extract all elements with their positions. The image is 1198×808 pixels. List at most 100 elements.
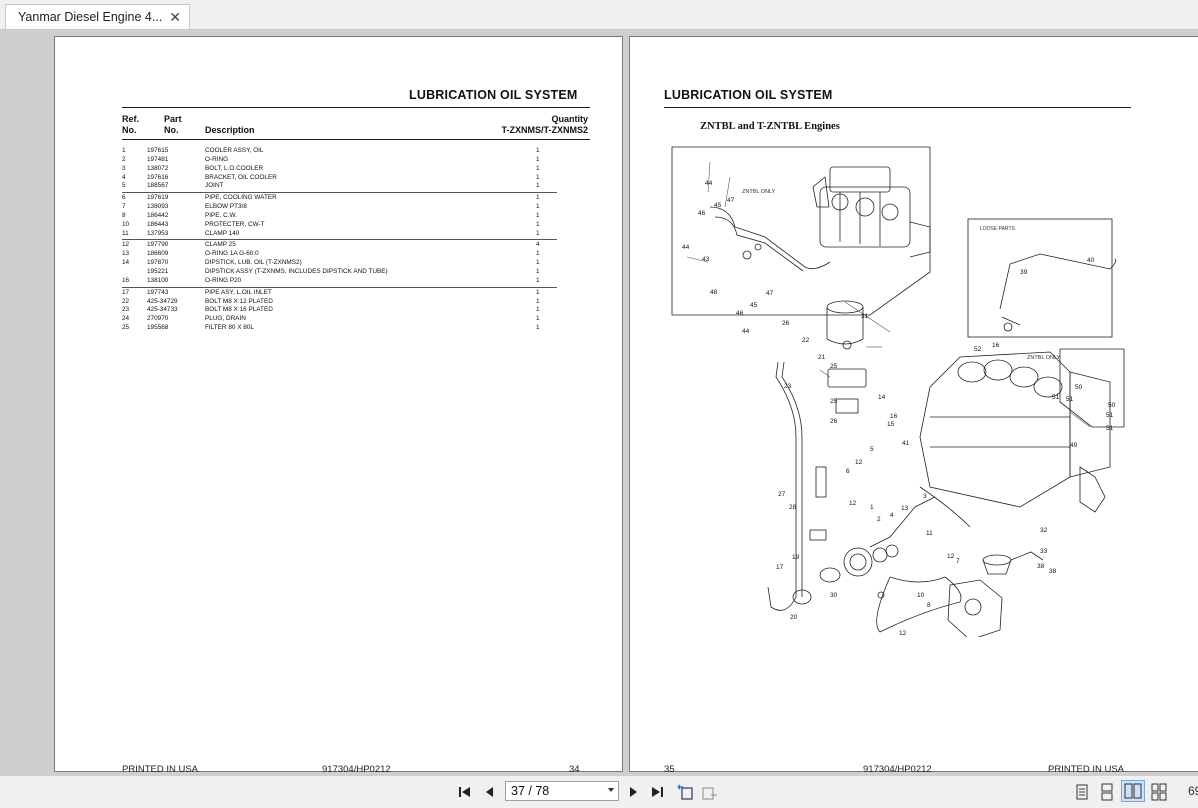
ref-number: 2 xyxy=(122,155,126,163)
part-number: 197616 xyxy=(147,173,169,181)
continuous-view-icon[interactable] xyxy=(1098,783,1116,801)
footer-doc-number: 917304/HP0212 xyxy=(322,764,391,775)
previous-page-icon[interactable] xyxy=(481,783,499,801)
callout-number: 32 xyxy=(1040,527,1048,534)
callout-number: 48 xyxy=(710,289,718,296)
page-number-select[interactable]: 37 / 78 xyxy=(505,781,619,801)
header-description: Description xyxy=(205,125,255,135)
single-page-view-icon[interactable] xyxy=(1073,783,1091,801)
quantity: 1 xyxy=(536,306,540,314)
ref-number: 25 xyxy=(122,324,130,332)
callout-number: 45 xyxy=(750,302,758,309)
quantity: 1 xyxy=(536,315,540,323)
part-number: 197743 xyxy=(147,288,169,296)
first-page-icon[interactable] xyxy=(456,783,474,801)
part-number: 186443 xyxy=(147,220,169,228)
callout-number: 14 xyxy=(878,394,886,401)
close-tab-icon[interactable]: ✕ xyxy=(169,9,181,25)
tab-title: Yanmar Diesel Engine 4... xyxy=(18,10,163,24)
callout-number: 45 xyxy=(714,202,722,209)
quantity: 1 xyxy=(536,147,540,154)
ref-number: 13 xyxy=(122,250,130,258)
ref-number: 8 xyxy=(122,211,126,219)
continuous-facing-view-icon[interactable] xyxy=(1150,783,1168,801)
right-page-title: LUBRICATION OIL SYSTEM xyxy=(664,88,833,102)
part-number: 137953 xyxy=(147,229,169,237)
ref-number: 1 xyxy=(122,147,126,154)
callout-number: 12 xyxy=(947,553,955,560)
last-page-icon[interactable] xyxy=(648,783,666,801)
go-back-view-icon[interactable] xyxy=(676,783,694,801)
ref-number: 6 xyxy=(122,194,126,202)
header-rule xyxy=(122,139,590,140)
callout-number: 51 xyxy=(1052,394,1060,401)
callout-number: 30 xyxy=(830,592,838,599)
next-page-icon[interactable] xyxy=(624,783,642,801)
callout-number: 17 xyxy=(776,564,784,571)
callout-number: 19 xyxy=(792,554,800,561)
group-divider xyxy=(122,239,557,241)
ref-number: 23 xyxy=(122,306,130,314)
part-description: PIPE ASY, L.OIL INLET xyxy=(205,288,272,296)
part-description: CLAMP 25 xyxy=(205,241,236,249)
callout-number: 25 xyxy=(830,363,838,370)
part-description: CLAMP 140 xyxy=(205,229,240,237)
quantity: 1 xyxy=(536,324,540,332)
part-description: O-RING 1A G-60.0 xyxy=(205,250,259,258)
callout-number: 51 xyxy=(1106,425,1114,432)
part-description: DIPSTICK ASSY (T-ZXNMS, INCLUDES DIPSTIC… xyxy=(205,267,388,275)
callout-number: 40 xyxy=(1087,257,1095,264)
quantity: 1 xyxy=(536,203,540,211)
quantity: 1 xyxy=(536,276,540,284)
ref-number: 7 xyxy=(122,203,126,211)
callout-number: 13 xyxy=(901,505,909,512)
ref-number: 24 xyxy=(122,315,130,323)
part-number: 186442 xyxy=(147,211,169,219)
callout-number: 43 xyxy=(702,256,710,263)
callout-number: 33 xyxy=(1040,548,1048,555)
part-number: 138093 xyxy=(147,203,169,211)
inset-label-2: LOOSE PARTS xyxy=(980,226,1015,232)
callout-number: 11 xyxy=(926,530,933,537)
facing-view-active[interactable] xyxy=(1121,780,1145,802)
callout-number: 44 xyxy=(705,180,713,187)
part-description: PIPE, COOLING WATER xyxy=(205,194,277,202)
left-page-title: LUBRICATION OIL SYSTEM xyxy=(409,88,578,102)
cooling-hose xyxy=(876,576,962,633)
callout-number: 26 xyxy=(830,418,838,425)
callout-number: 12 xyxy=(899,630,907,637)
callout-number: 25 xyxy=(830,398,838,405)
zoom-level[interactable]: 69 xyxy=(1188,784,1198,798)
group-divider xyxy=(122,192,557,194)
part-number: 195568 xyxy=(147,324,169,332)
part-description: ELBOW PT3/8 xyxy=(205,203,247,211)
callout-number: 16 xyxy=(890,413,898,420)
oil-inlet-pipe xyxy=(767,361,797,611)
ref-number: 10 xyxy=(122,220,130,228)
callout-number: 6 xyxy=(846,468,850,475)
callout-number: 38 xyxy=(1049,568,1057,575)
callout-number: 49 xyxy=(1070,442,1078,449)
part-number: 186609 xyxy=(147,250,169,258)
callout-number: 5 xyxy=(870,446,874,453)
go-forward-view-icon[interactable] xyxy=(701,783,719,801)
callout-number: 50 xyxy=(1075,384,1083,391)
ref-number: 16 xyxy=(122,276,130,284)
injection-pump xyxy=(812,166,931,258)
callout-number: 26 xyxy=(782,320,790,327)
ref-number: 11 xyxy=(122,229,129,237)
quantity: 1 xyxy=(536,267,540,275)
quantity: 1 xyxy=(536,194,540,202)
document-tab[interactable]: Yanmar Diesel Engine 4... ✕ xyxy=(5,4,190,29)
part-description: COOLER ASSY, OIL xyxy=(205,147,264,154)
